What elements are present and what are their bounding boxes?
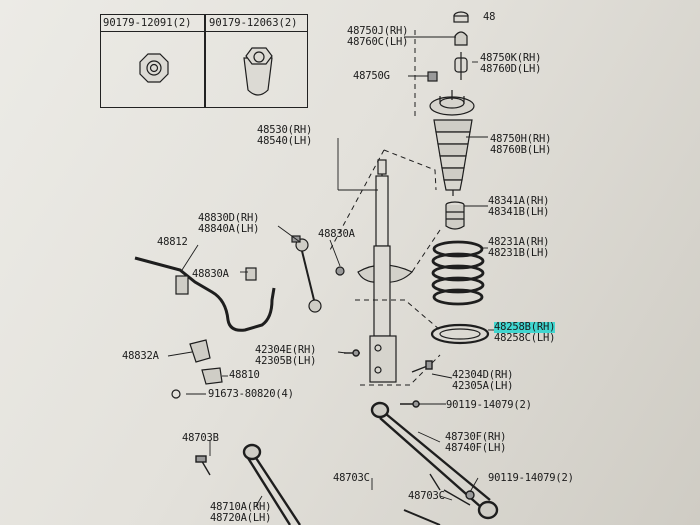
- label-48832A: 48832A: [122, 350, 159, 362]
- strut-mount-icon: [429, 90, 475, 116]
- arm-bolt-icon: [195, 455, 475, 525]
- label-48812: 48812: [157, 236, 188, 248]
- lateral-arm-icon: [370, 401, 499, 520]
- label-48231A: 48231A(RH)48231B(LH): [488, 236, 550, 259]
- label-48703C-right: 48703C: [408, 490, 445, 502]
- stabilizer-bushing-icon: [175, 267, 257, 295]
- cap-icon: [454, 31, 468, 46]
- dust-boot-icon: [433, 119, 473, 196]
- bump-stop-icon: [445, 201, 465, 230]
- ref-part-right: 90179-12063(2): [209, 17, 298, 29]
- coil-spring-icon: [431, 240, 485, 306]
- label-48703B: 48703B: [182, 432, 219, 444]
- spring-insulator-icon: [430, 323, 490, 345]
- bushing-icon: [454, 52, 468, 80]
- label-48341A: 48341A(RH)48341B(LH): [488, 195, 550, 218]
- flange-nut-icon: [243, 47, 273, 96]
- label-48750J: 48750J(RH)48760C(LH): [347, 25, 409, 48]
- shock-absorber-icon: [357, 159, 414, 383]
- label-48710A: 48710A(RH)48720A(LH): [210, 501, 272, 524]
- label-90119-14079: 90119-14079(2): [446, 399, 532, 411]
- label-48750G: 48750G: [353, 70, 390, 82]
- label-48730F: 48730F(RH)48740F(LH): [445, 431, 507, 454]
- nut-icon: [139, 53, 169, 83]
- rear-arm-icon: [242, 443, 302, 525]
- label-91673: 91673-80820(4): [208, 388, 294, 400]
- reference-box-divider: [204, 15, 206, 107]
- ref-part-left: 90179-12091(2): [103, 17, 192, 29]
- bracket-icon: [171, 339, 223, 399]
- retainer-nut-icon: [427, 71, 438, 82]
- assembly-guide: [329, 30, 441, 386]
- label-48830D: 48830D(RH)48840A(LH): [198, 212, 260, 235]
- label-48750K: 48750K(RH)48760D(LH): [480, 52, 542, 75]
- leader-lines: [167, 36, 494, 507]
- label-42304E: 42304E(RH)42305B(LH): [255, 344, 317, 367]
- label-42304D: 42304D(RH)42305A(LH): [452, 369, 514, 392]
- bolt-icon: [344, 349, 433, 408]
- label-48258B: 48258B(RH)48258C(LH): [494, 321, 556, 344]
- label-48810: 48810: [229, 369, 260, 381]
- label-48530: 48530(RH)48540(LH): [257, 124, 313, 147]
- label-48703C-center: 48703C: [333, 472, 370, 484]
- label-90119-14079-lower: 90119-14079(2): [488, 472, 574, 484]
- label-top-cut: 48: [483, 11, 496, 23]
- label-48750H: 48750H(RH)48760B(LH): [490, 133, 552, 156]
- label-48830A-lower: 48830A: [192, 268, 229, 280]
- reference-box: 90179-12091(2) 90179-12063(2): [100, 14, 308, 108]
- label-48830A-upper: 48830A: [318, 228, 355, 240]
- stabilizer-bar-icon: [134, 256, 276, 332]
- top-nut-icon: [453, 11, 469, 23]
- stabilizer-link-icon: [291, 235, 345, 313]
